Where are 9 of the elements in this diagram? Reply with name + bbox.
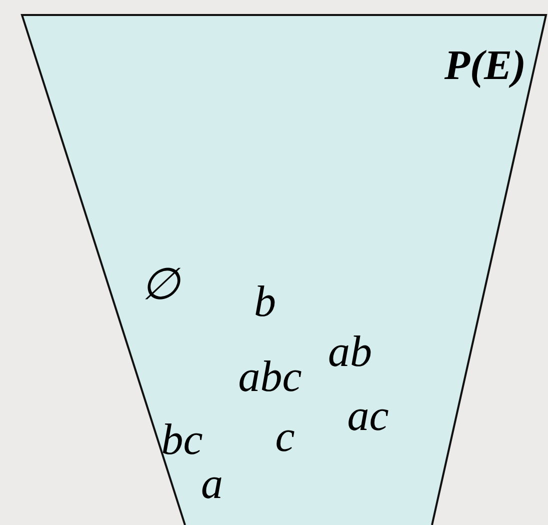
- set-title: P(E): [444, 45, 526, 87]
- set-element: b: [254, 280, 276, 324]
- set-element: c: [275, 415, 295, 459]
- set-element: a: [201, 462, 223, 506]
- set-element: bc: [161, 418, 203, 462]
- set-element: ab: [328, 330, 372, 374]
- set-element: abc: [238, 355, 302, 399]
- set-element: ac: [347, 394, 389, 438]
- set-element: ∅: [141, 263, 179, 307]
